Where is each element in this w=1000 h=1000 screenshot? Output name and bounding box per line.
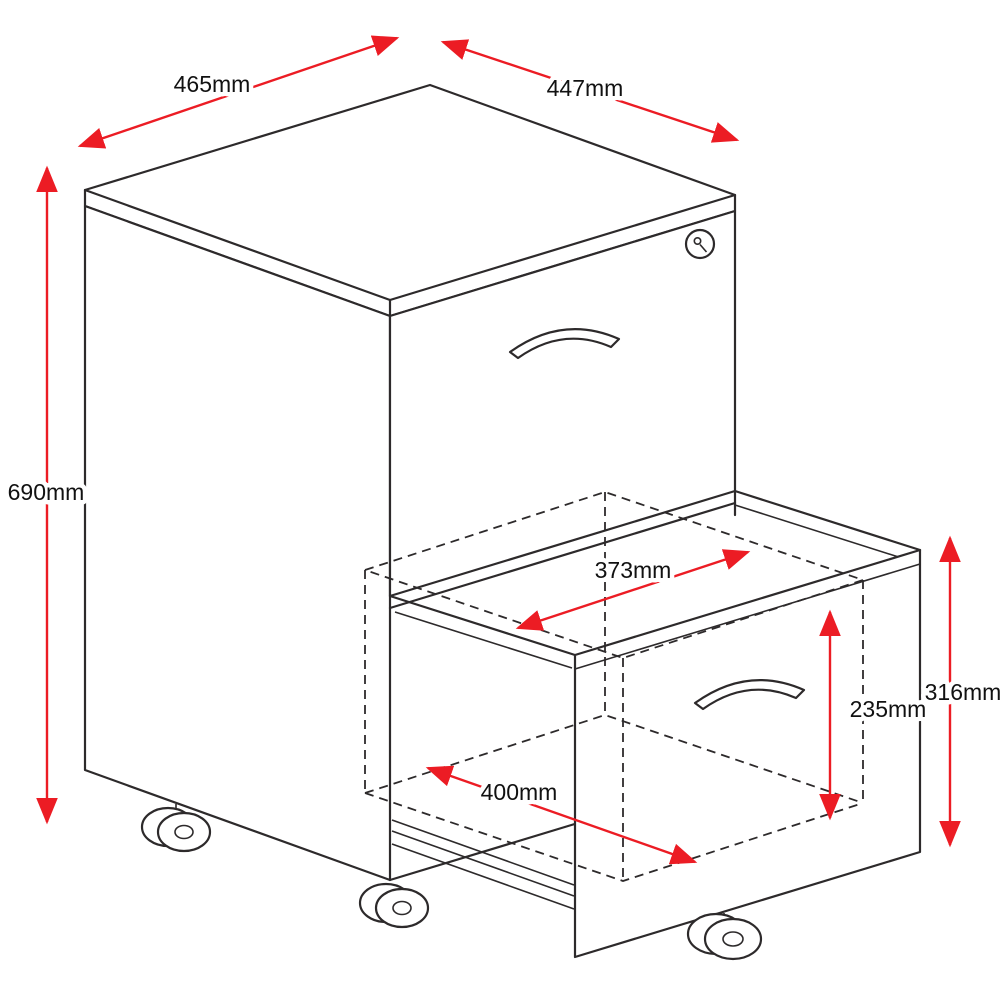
dimension-arrow-465	[77, 35, 400, 149]
dimension-label-690: 690mm	[8, 479, 85, 505]
dimension-235-drawer-inner-height: 235mm	[819, 609, 931, 821]
dimension-316-drawer-front-height: 316mm	[920, 535, 1000, 848]
dimension-label-373: 373mm	[595, 557, 672, 583]
dimension-label-400: 400mm	[481, 779, 558, 805]
dimension-label-465: 465mm	[174, 71, 251, 97]
dimension-arrow-373	[515, 549, 751, 631]
dimension-label-235: 235mm	[850, 696, 927, 722]
open-drawer-handle-icon	[693, 679, 806, 711]
lock-icon	[684, 228, 716, 260]
dimension-690-height: 690mm	[3, 165, 89, 825]
dimension-arrow-447	[440, 39, 740, 143]
cabinet-left-panel	[83, 204, 392, 882]
dimension-arrow-400	[425, 765, 698, 865]
dimension-447-width: 447mm	[440, 39, 740, 143]
dimension-label-447: 447mm	[547, 75, 624, 101]
dimension-label-316: 316mm	[925, 679, 1000, 705]
open-drawer	[573, 548, 922, 959]
dimension-373-drawer-width: 373mm	[515, 549, 751, 631]
dimension-465-depth: 465mm	[77, 35, 400, 149]
caster-wheel-front	[358, 882, 430, 929]
dimension-400-drawer-depth: 400mm	[425, 765, 698, 865]
open-drawer-front	[573, 548, 922, 959]
caster-wheel-left	[140, 804, 212, 853]
cabinet-bottom-front-edge	[388, 821, 580, 882]
upper-drawer-handle-icon	[508, 328, 621, 360]
caster-wheel-drawer	[686, 912, 763, 961]
casters	[140, 804, 763, 961]
